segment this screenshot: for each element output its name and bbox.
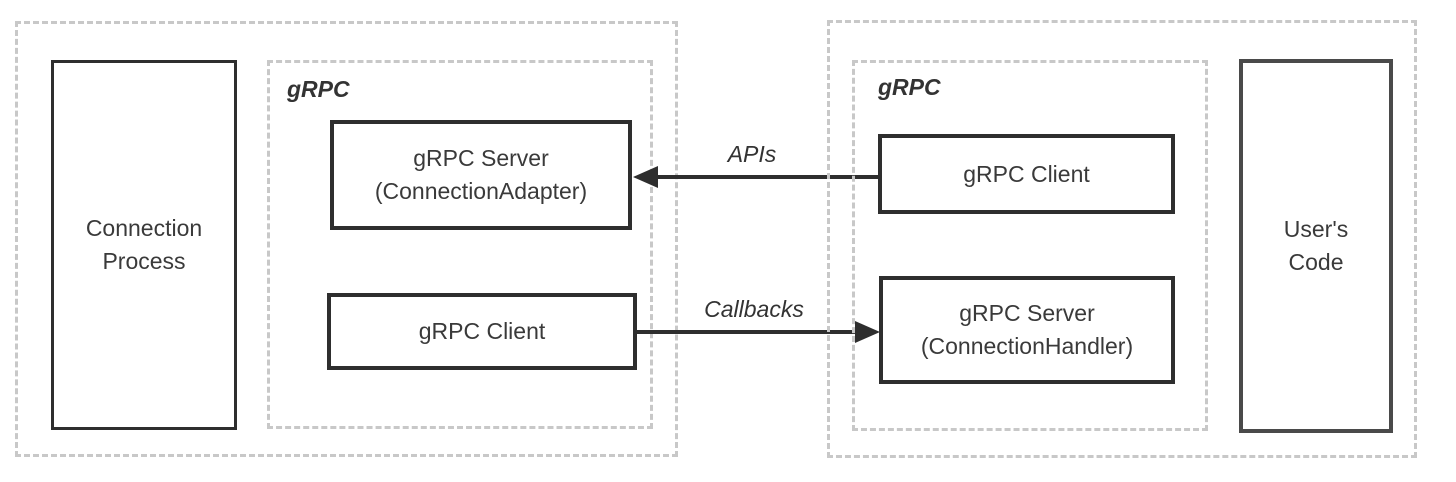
grpc-server-handler-label-line2: (ConnectionHandler) [920, 333, 1134, 359]
users-code-label-line1: User's [1283, 216, 1349, 242]
right-grpc-boundary [852, 60, 1208, 431]
apis-arrow-line [655, 175, 878, 179]
grpc-server-connection-handler-box: gRPC Server (ConnectionHandler) [879, 276, 1175, 384]
right-grpc-boundary-label: gRPC [878, 74, 941, 100]
callbacks-arrow-line [637, 330, 857, 334]
grpc-client-right-box: gRPC Client [878, 134, 1175, 214]
connection-process-label-line2: Process [102, 248, 186, 274]
apis-arrowhead-icon [633, 166, 658, 188]
grpc-server-handler-label-line1: gRPC Server [959, 300, 1095, 326]
grpc-server-adapter-label-line1: gRPC Server [413, 145, 549, 171]
connection-process-box: Connection Process [51, 60, 237, 430]
users-code-label-line2: Code [1288, 249, 1344, 275]
grpc-server-connection-adapter-box: gRPC Server (ConnectionAdapter) [330, 120, 632, 230]
grpc-client-right-label: gRPC Client [963, 160, 1090, 187]
left-process-boundary [15, 21, 678, 457]
connection-process-label-line1: Connection [85, 215, 203, 241]
right-process-boundary [827, 20, 1417, 458]
grpc-client-left-label: gRPC Client [418, 318, 546, 344]
apis-arrow-label: APIs [727, 141, 777, 167]
callbacks-arrow-label: Callbacks [704, 296, 804, 322]
callbacks-arrowhead-icon [855, 321, 880, 343]
left-grpc-boundary-label: gRPC [287, 76, 350, 102]
users-code-box: User's Code [1239, 59, 1393, 433]
grpc-client-left-box: gRPC Client [327, 293, 637, 370]
grpc-server-adapter-label-line2: (ConnectionAdapter) [374, 178, 588, 204]
left-grpc-boundary [267, 60, 653, 429]
